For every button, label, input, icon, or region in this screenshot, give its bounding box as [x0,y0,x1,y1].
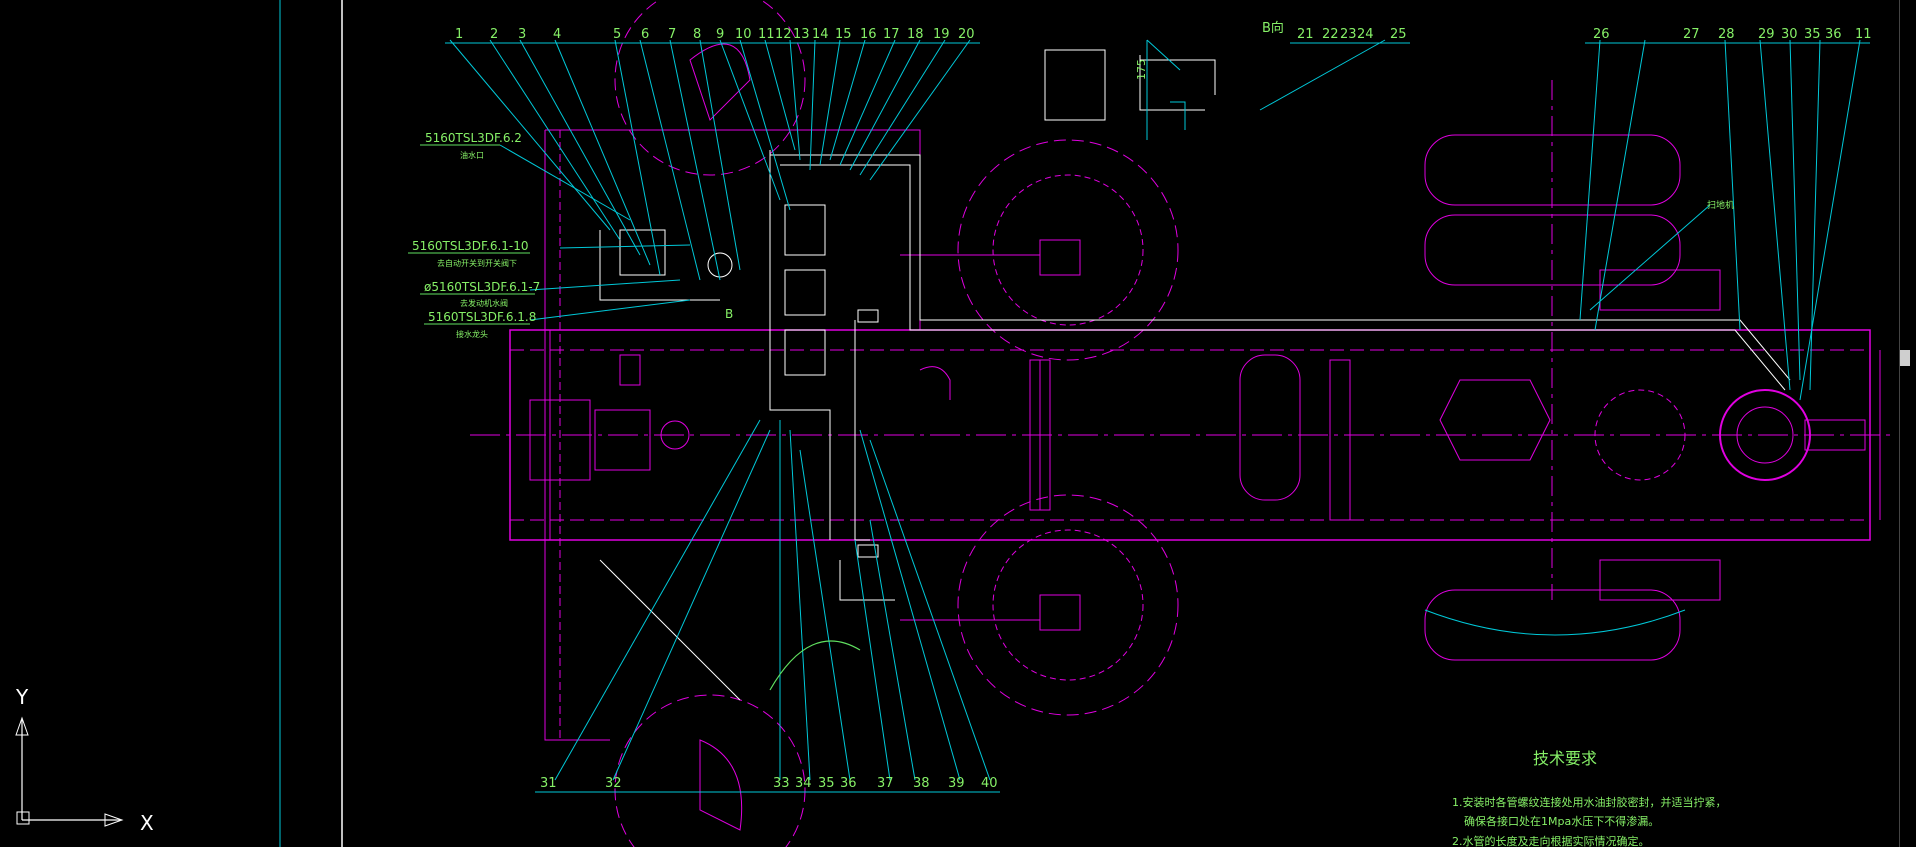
svg-text:37: 37 [877,776,894,791]
svg-text:10: 10 [735,27,752,42]
svg-text:22: 22 [1322,27,1339,42]
svg-text:11: 11 [758,27,775,42]
svg-text:19: 19 [933,27,950,42]
right-callout-label: 扫地机 [1707,199,1734,211]
svg-text:接水龙头: 接水龙头 [456,329,488,339]
svg-text:29: 29 [1758,27,1775,42]
svg-text:16: 16 [860,27,877,42]
leader-lines [449,39,1861,781]
svg-text:确保各接口处在1Mpa水压下不得渗漏。: 确保各接口处在1Mpa水压下不得渗漏。 [1464,814,1659,828]
svg-text:12: 12 [775,27,792,42]
ucs-x-label: X [140,811,154,835]
svg-text:21: 21 [1297,27,1314,42]
svg-text:2: 2 [490,27,498,42]
svg-text:36: 36 [1825,27,1842,42]
balloons-top-row: 1 2 3 4 5 6 7 8 9 10 11 12 13 14 15 16 1… [455,27,975,42]
svg-text:1.安装时各管螺纹连接处用水油封胶密封，并适当拧紧，: 1.安装时各管螺纹连接处用水油封胶密封，并适当拧紧， [1452,795,1727,809]
svg-text:28: 28 [1718,27,1735,42]
svg-text:35: 35 [818,776,835,791]
svg-text:ø5160TSL3DF.6.1-7: ø5160TSL3DF.6.1-7 [424,280,540,294]
svg-text:5160TSL3DF.6.2: 5160TSL3DF.6.2 [425,131,522,145]
svg-text:34: 34 [795,776,812,791]
svg-text:4: 4 [553,27,561,42]
svg-text:26: 26 [1593,27,1610,42]
svg-text:15: 15 [835,27,852,42]
svg-text:27: 27 [1683,27,1700,42]
svg-text:40: 40 [981,776,998,791]
green-arc [769,640,861,691]
svg-text:36: 36 [840,776,857,791]
dimension-175: 175 [1135,59,1148,80]
svg-text:25: 25 [1390,27,1407,42]
balloons-top-right: 26 27 28 29 30 35 36 11 [1593,27,1872,42]
svg-text:7: 7 [668,27,676,42]
vertical-scrollbar[interactable] [1899,0,1910,847]
svg-text:8: 8 [693,27,701,42]
svg-text:38: 38 [913,776,930,791]
balloons-view-b: 21 22 23 24 25 [1297,27,1407,42]
ucs-y-label: Y [15,685,29,709]
svg-text:5160TSL3DF.6.1.8: 5160TSL3DF.6.1.8 [428,310,536,324]
svg-text:14: 14 [812,27,829,42]
svg-text:油水口: 油水口 [460,150,484,160]
balloons-bottom-row: 31 32 33 34 35 36 37 38 39 40 [540,776,998,791]
chassis-drawing [470,0,1890,847]
svg-text:6: 6 [641,27,649,42]
svg-text:23: 23 [1340,27,1357,42]
svg-text:13: 13 [793,27,810,42]
svg-text:24: 24 [1357,27,1374,42]
svg-text:32: 32 [605,776,622,791]
part-references: 5160TSL3DF.6.2 油水口 5160TSL3DF.6.1-10 去自动… [408,131,540,339]
svg-text:1: 1 [455,27,463,42]
svg-text:9: 9 [716,27,724,42]
svg-text:20: 20 [958,27,975,42]
section-marker-b: B [725,307,733,321]
svg-text:去自动开关到开关阀下: 去自动开关到开关阀下 [437,258,517,268]
svg-text:5: 5 [613,27,621,42]
view-b-label: B向 [1262,20,1284,36]
svg-text:技术要求: 技术要求 [1533,749,1597,768]
svg-text:5160TSL3DF.6.1-10: 5160TSL3DF.6.1-10 [412,239,529,253]
svg-text:2.水管的长度及走向根据实际情况确定。: 2.水管的长度及走向根据实际情况确定。 [1452,834,1650,847]
svg-text:3: 3 [518,27,526,42]
ucs-icon: Y X [15,685,154,835]
svg-text:去发动机水阀: 去发动机水阀 [460,298,508,308]
water-pipe-routing [599,49,1791,701]
scrollbar-thumb[interactable] [1900,350,1910,366]
svg-text:33: 33 [773,776,790,791]
svg-text:17: 17 [883,27,900,42]
svg-text:18: 18 [907,27,924,42]
svg-text:30: 30 [1781,27,1798,42]
technical-requirements: 技术要求 1.安装时各管螺纹连接处用水油封胶密封，并适当拧紧， 确保各接口处在1… [1452,749,1727,847]
svg-text:39: 39 [948,776,965,791]
svg-text:11: 11 [1855,27,1872,42]
svg-text:35: 35 [1804,27,1821,42]
svg-text:31: 31 [540,776,557,791]
